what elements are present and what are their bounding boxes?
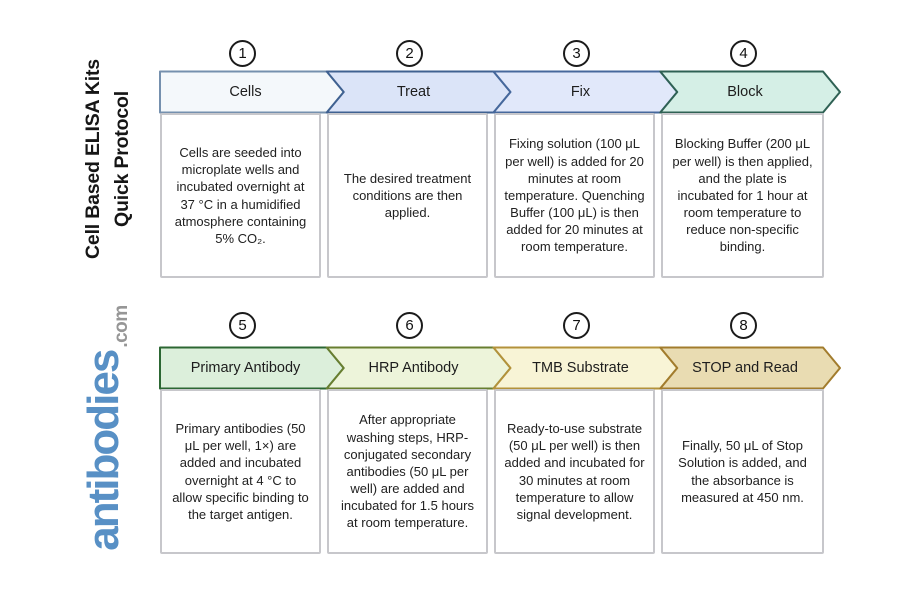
step-number-badge: 5 bbox=[229, 312, 256, 339]
step-description-box: Blocking Buffer (200 μL per well) is the… bbox=[661, 113, 824, 278]
step-number: 1 bbox=[238, 45, 247, 62]
step-number-badge: 4 bbox=[730, 40, 757, 67]
step-description: The desired treatment conditions are the… bbox=[343, 170, 472, 221]
step-number-badge: 3 bbox=[563, 40, 590, 67]
step-arrow bbox=[659, 346, 841, 390]
brand-logo: antibodies .com bbox=[79, 305, 132, 551]
step-description: Fixing solution (100 μL per well) is add… bbox=[504, 136, 645, 255]
step-number: 6 bbox=[405, 317, 414, 334]
step-arrow bbox=[159, 346, 345, 390]
step-number: 8 bbox=[739, 317, 748, 334]
step-number: 7 bbox=[572, 317, 581, 334]
step-description: Ready-to-use substrate (50 μL per well) … bbox=[504, 421, 645, 522]
step-description: After appropriate washing steps, HRP-con… bbox=[341, 412, 474, 531]
step-description-box: Primary antibodies (50 μL per well, 1×) … bbox=[160, 389, 321, 554]
step-number-badge: 7 bbox=[563, 312, 590, 339]
step-description: Cells are seeded into microplate wells a… bbox=[174, 145, 307, 246]
brand-logo-text: antibodies bbox=[79, 350, 128, 551]
step-arrow bbox=[492, 346, 679, 390]
step-description-box: Cells are seeded into microplate wells a… bbox=[160, 113, 321, 278]
step-number: 2 bbox=[405, 45, 414, 62]
step-number: 3 bbox=[572, 45, 581, 62]
step-number: 5 bbox=[238, 317, 247, 334]
step-arrow bbox=[325, 346, 512, 390]
page-title-line1: Cell Based ELISA Kits bbox=[82, 59, 105, 259]
step-number-badge: 6 bbox=[396, 312, 423, 339]
step-arrow bbox=[492, 70, 679, 114]
step-description-box: Finally, 50 μL of Stop Solution is added… bbox=[661, 389, 824, 554]
step-description-box: Ready-to-use substrate (50 μL per well) … bbox=[494, 389, 655, 554]
step-number-badge: 1 bbox=[229, 40, 256, 67]
step-number: 4 bbox=[739, 45, 748, 62]
step-description-box: Fixing solution (100 μL per well) is add… bbox=[494, 113, 655, 278]
step-arrow bbox=[325, 70, 512, 114]
process-arrow-band-row2 bbox=[159, 346, 841, 390]
step-description: Blocking Buffer (200 μL per well) is the… bbox=[672, 136, 813, 255]
page-title: Cell Based ELISA Kits Quick Protocol bbox=[79, 59, 137, 259]
page-title-line2: Quick Protocol bbox=[111, 91, 133, 227]
process-arrow-band-row1 bbox=[159, 70, 841, 114]
step-number-badge: 2 bbox=[396, 40, 423, 67]
step-number-badge: 8 bbox=[730, 312, 757, 339]
brand-logo-suffix: .com bbox=[111, 305, 132, 348]
step-description-box: After appropriate washing steps, HRP-con… bbox=[327, 389, 488, 554]
step-arrow bbox=[659, 70, 841, 114]
step-description-box: The desired treatment conditions are the… bbox=[327, 113, 488, 278]
step-description: Primary antibodies (50 μL per well, 1×) … bbox=[172, 421, 309, 522]
step-description: Finally, 50 μL of Stop Solution is added… bbox=[678, 438, 807, 505]
step-arrow bbox=[159, 70, 345, 114]
